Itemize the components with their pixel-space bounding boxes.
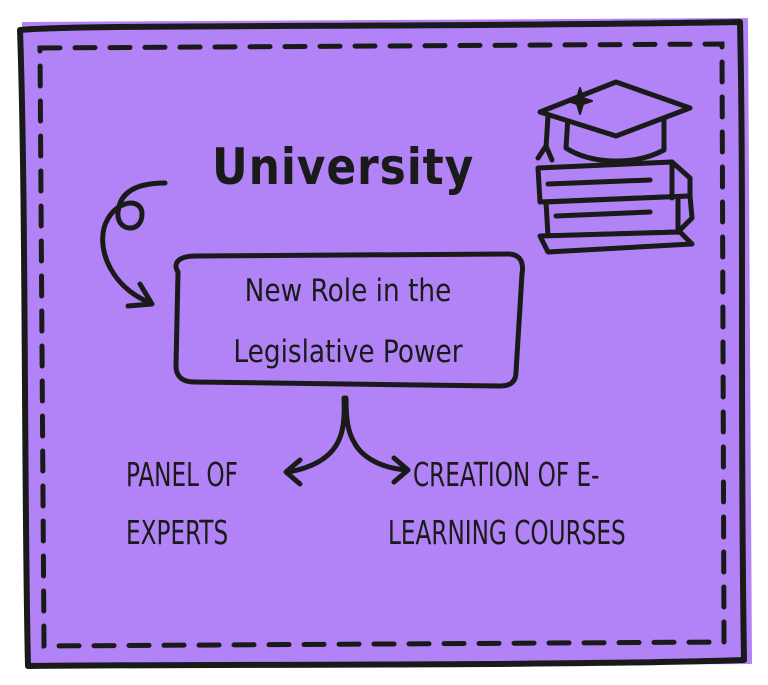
graduation-cap-books-icon <box>535 79 695 255</box>
page-title: University <box>212 138 475 196</box>
left-branch-line-1: PANEL OF <box>126 455 238 494</box>
curly-arrow <box>100 180 168 309</box>
outer-border <box>17 19 747 669</box>
right-branch-line-1: CREATION OF E- <box>413 455 600 494</box>
center-box-line-2: Legislative Power <box>233 334 463 370</box>
right-branch-line-2: LEARNING COURSES <box>388 513 626 552</box>
center-box <box>173 251 525 389</box>
dashed-border <box>37 41 727 649</box>
center-box-line-1: New Role in the <box>244 273 452 309</box>
fork-arrows <box>283 395 411 487</box>
left-branch-line-2: EXPERTS <box>126 513 229 552</box>
